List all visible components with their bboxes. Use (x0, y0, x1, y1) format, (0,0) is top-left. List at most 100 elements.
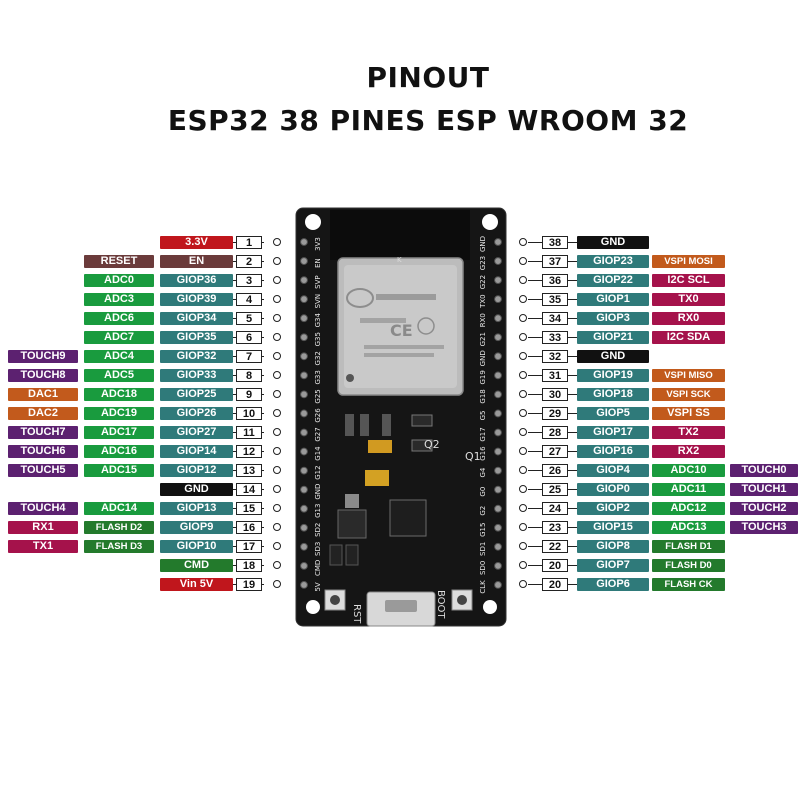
left-header-pad-17 (300, 561, 308, 570)
right-pin-10-label-0: GIOP17 (577, 426, 649, 439)
right-pin-8-label-1: VSPI SCK (652, 387, 725, 401)
right-pin-6-label-0: GND (577, 349, 649, 363)
left-pin-5-label-0: ADC6 (84, 311, 154, 325)
espressif-logo (346, 288, 374, 308)
left-silk-6: G32 (314, 351, 322, 365)
left-pin-1-dot (272, 237, 281, 246)
right-pin-12-number: 26 (542, 464, 568, 478)
left-pin-13-dot (272, 466, 281, 475)
right-pin-18-label-1: FLASH CK (652, 578, 725, 592)
left-header-pad-4 (300, 314, 308, 323)
left-silk-13: GND (314, 484, 322, 500)
mount-hole-tr (482, 214, 498, 230)
right-pin-14-dot (518, 504, 527, 513)
left-pin-5-dot (272, 313, 281, 322)
right-silk-11: G16 (479, 446, 487, 461)
left-pin-19-label-0: Vin 5V (160, 578, 233, 592)
right-silk-1: G23 (479, 256, 487, 270)
right-header-pad-14 (494, 504, 502, 513)
right-pin-14-label-0: GIOP2 (577, 502, 649, 516)
left-header-pad-11 (300, 447, 308, 456)
left-pin-17-label-2: GIOP10 (160, 540, 233, 554)
right-pin-18-number: 20 (542, 578, 568, 592)
q2-label: Q2 (424, 438, 440, 451)
right-pin-13-label-2: TOUCH1 (730, 483, 798, 497)
right-silkscreen: GNDG23G22TX0RX0G21GNDG19G18G5G17G16G4G0G… (479, 236, 487, 594)
right-pin-0-label-0: GND (577, 235, 649, 249)
left-header-pad-18 (300, 581, 308, 589)
right-silk-3: TX0 (479, 294, 487, 309)
left-pin-14-number: 14 (236, 483, 262, 497)
q1-label: Q1 (465, 450, 481, 463)
left-pin-16-number: 16 (236, 521, 262, 535)
left-pin-12-label-1: ADC16 (84, 445, 154, 459)
left-pin-5-label-1: GIOP34 (160, 311, 233, 325)
left-pin-8-label-1: ADC5 (84, 368, 154, 382)
left-pin-9-number: 9 (236, 387, 262, 401)
right-header-pad-12 (494, 466, 502, 475)
right-header-pad-7 (494, 371, 502, 380)
right-pin-13-label-0: GIOP0 (577, 483, 649, 497)
right-silk-12: G4 (479, 467, 487, 477)
left-pin-3-dot (272, 275, 281, 284)
left-header-pad-13 (300, 485, 308, 494)
left-pin-9-label-1: ADC18 (84, 387, 154, 401)
right-pin-15-label-0: GIOP15 (577, 521, 649, 535)
right-header-pad-11 (494, 447, 502, 456)
left-pin-3-label-0: ADC0 (84, 273, 154, 287)
right-header-pad-1 (494, 257, 502, 265)
right-silk-0: GND (479, 236, 487, 252)
right-pin-16-number: 22 (542, 540, 568, 554)
left-pin-2-label-1: EN (160, 254, 233, 268)
right-pin-7-label-0: GIOP19 (577, 368, 649, 382)
right-silk-15: G15 (479, 523, 487, 537)
left-header-pad-6 (300, 352, 308, 361)
left-silk-16: SD3 (314, 542, 322, 556)
right-pin-9-label-0: GIOP5 (577, 406, 649, 420)
left-pin-9-dot (272, 389, 281, 398)
left-header-pad-10 (300, 428, 308, 437)
left-pin-15-number: 15 (236, 502, 262, 516)
left-pin-6-label-0: ADC7 (84, 330, 154, 344)
right-pin-10-number: 28 (542, 426, 568, 439)
left-pin-3-label-1: GIOP36 (160, 273, 233, 287)
right-pin-13-number: 25 (542, 483, 568, 497)
right-pin-4-number: 34 (542, 311, 568, 325)
left-pin-12-label-0: TOUCH6 (8, 445, 78, 459)
left-pin-7-label-1: ADC4 (84, 349, 154, 363)
left-header-pad-0 (300, 238, 308, 246)
left-pin-4-label-1: GIOP39 (160, 292, 233, 306)
right-pin-3-label-0: GIOP1 (577, 292, 649, 306)
right-pin-15-number: 23 (542, 521, 568, 535)
left-silk-5: G35 (314, 332, 322, 346)
right-pin-6-dot (518, 351, 527, 360)
left-silk-14: G13 (314, 504, 322, 518)
left-pin-11-dot (272, 428, 281, 436)
right-pin-11-number: 27 (542, 445, 568, 459)
right-pin-16-label-0: GIOP8 (577, 540, 649, 554)
right-silk-9: G5 (479, 411, 487, 421)
right-pin-0-number: 38 (542, 235, 568, 249)
right-pin-1-label-0: GIOP23 (577, 254, 649, 268)
left-pin-2-number: 2 (236, 254, 262, 268)
module-mark: K (397, 256, 402, 264)
left-pin-17-number: 17 (236, 540, 262, 554)
right-silk-14: G2 (479, 506, 487, 516)
mount-hole-br (483, 600, 497, 614)
left-pin-17-label-0: TX1 (8, 540, 78, 554)
left-silkscreen: 3V3ENSVPSVNG34G35G32G33G25G26G27G14G12GN… (314, 237, 322, 591)
left-header-pad-1 (300, 257, 308, 265)
left-pin-2-label-0: RESET (84, 254, 154, 268)
boot-label: BOOT (435, 590, 446, 619)
left-pin-8-label-0: TOUCH8 (8, 368, 78, 382)
left-header-pad-12 (300, 466, 308, 475)
left-pin-11-label-0: TOUCH7 (8, 426, 78, 439)
left-pin-1-number: 1 (236, 235, 262, 249)
right-silk-17: SD0 (479, 561, 487, 575)
right-header-pad-13 (494, 485, 502, 494)
right-pin-7-dot (518, 370, 527, 379)
right-pin-4-label-0: GIOP3 (577, 311, 649, 325)
right-pin-14-label-1: ADC12 (652, 502, 725, 516)
left-pin-13-label-1: ADC15 (84, 464, 154, 478)
